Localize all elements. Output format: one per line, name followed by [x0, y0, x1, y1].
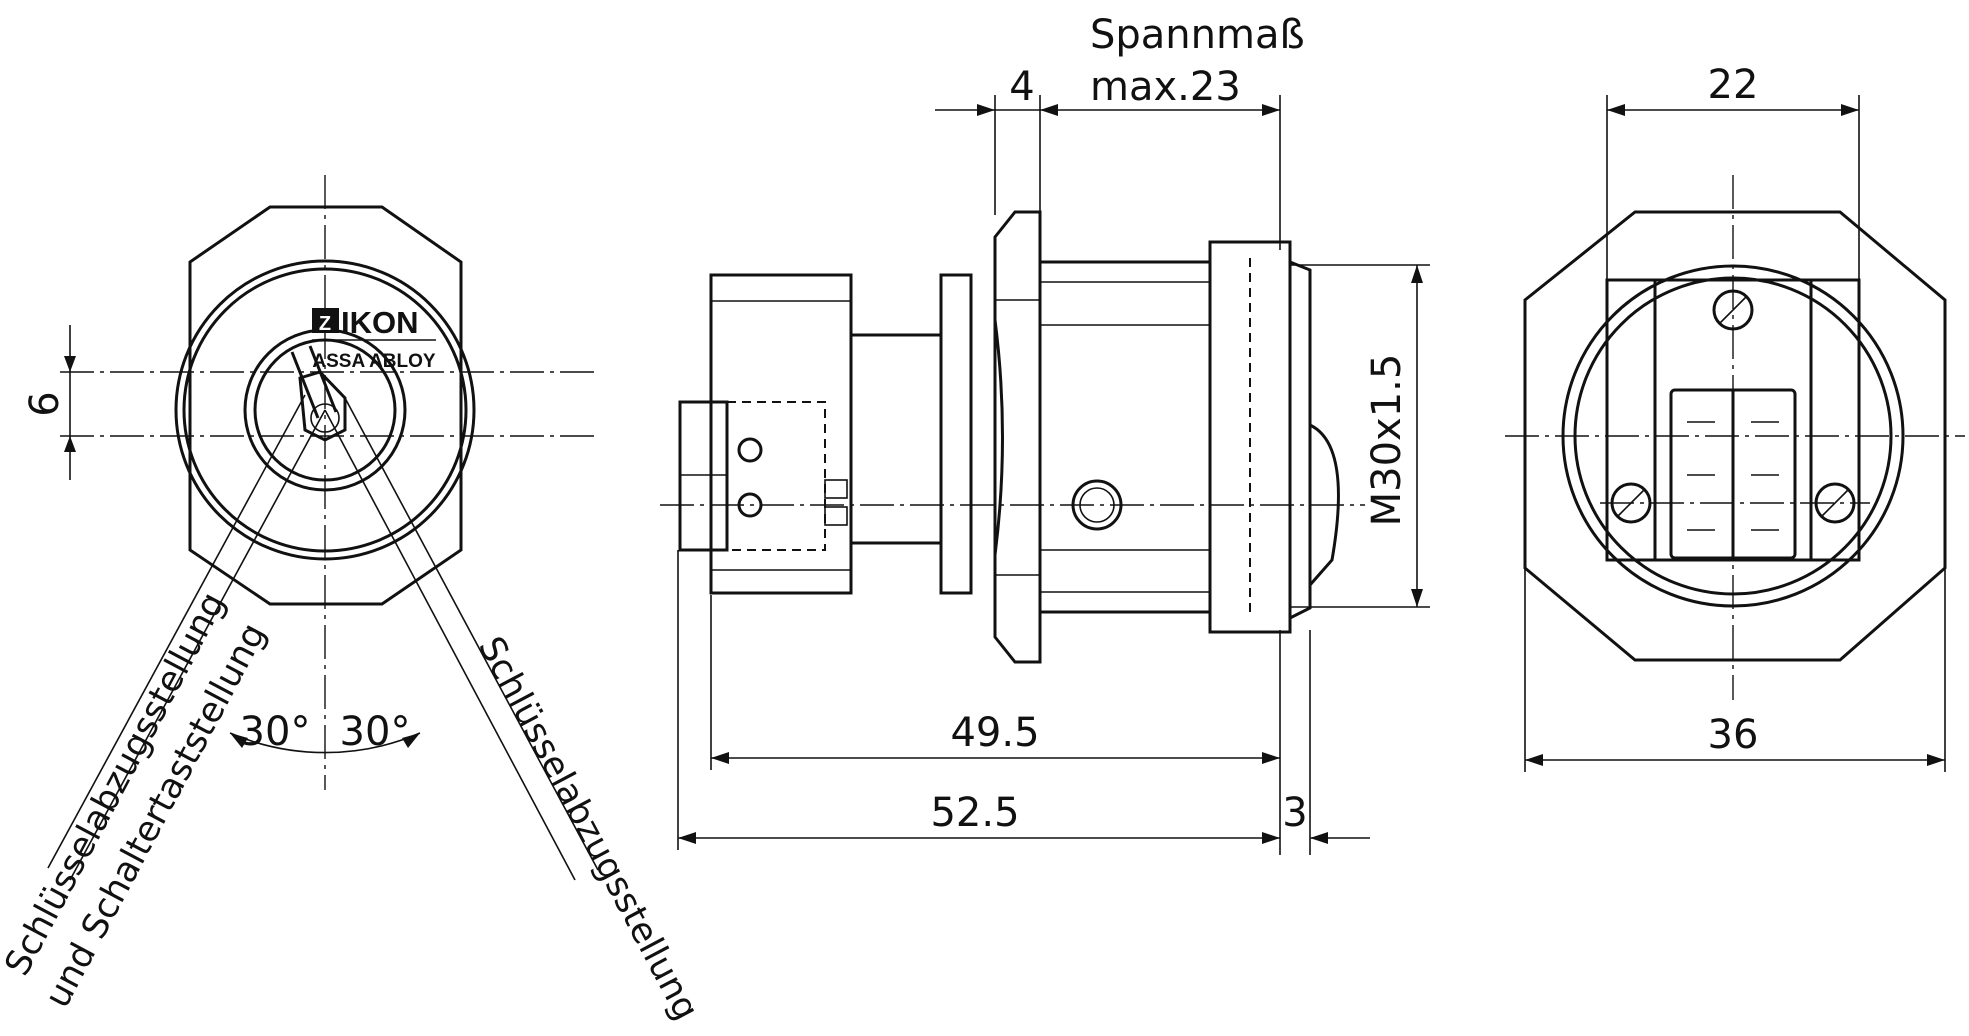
threaded-body — [1038, 260, 1212, 614]
angle-arc — [229, 732, 421, 754]
cylinder-head — [1208, 240, 1292, 634]
dim-36-arrow-left — [1525, 754, 1543, 766]
dim-6-arrow-top — [64, 356, 76, 372]
dim-m30-label: M30x1.5 — [1364, 354, 1410, 527]
switch-collar — [939, 273, 973, 595]
dim-23-arrow — [1262, 104, 1280, 116]
dim-52-arrow-left — [678, 832, 696, 844]
pin-tab-top — [824, 479, 848, 499]
dim-49-label: 49.5 — [950, 710, 1039, 756]
head-front-edge — [1289, 260, 1312, 620]
key-position-line-left — [69, 409, 326, 881]
key-slot-left — [290, 351, 320, 419]
side-nut — [993, 210, 1042, 664]
terminal-screw-1 — [737, 437, 763, 463]
front-hex-nut — [188, 205, 463, 606]
rear-base-plate — [1605, 278, 1861, 562]
dim-4-label: 4 — [1009, 64, 1034, 110]
terminal-block — [726, 401, 826, 551]
dim-4-arrow-left — [977, 104, 995, 116]
switch-neck — [849, 333, 943, 545]
angle-arrow-right — [402, 733, 420, 748]
dim-m30-arrow-bottom — [1411, 589, 1423, 607]
dim-6-label: 6 — [22, 391, 68, 416]
dim-52-label: 52.5 — [930, 790, 1019, 836]
logo-brand: IKON — [341, 305, 419, 340]
dim-6-arrow-bottom — [64, 436, 76, 452]
nut-curve — [993, 319, 1004, 556]
angle-right-label: 30° — [340, 709, 411, 755]
dim-49-arrow-right — [1262, 752, 1280, 764]
switch-housing — [709, 273, 853, 595]
rear-screw-top-slot — [1719, 296, 1747, 324]
angle-left-label: 30° — [240, 709, 311, 755]
dim-4-arrow-right — [1040, 104, 1058, 116]
note-right: Schlüsselabzugsstellung — [470, 630, 706, 1026]
dim-22-arrow-right — [1841, 104, 1859, 116]
logo-parent: ASSA ABLOY — [312, 351, 435, 372]
dim-49-arrow-left — [711, 752, 729, 764]
dim-36-arrow-right — [1927, 754, 1945, 766]
terminal-pins — [678, 400, 729, 552]
dim-36-label: 36 — [1708, 712, 1759, 758]
key-position-line-right — [324, 409, 576, 881]
key-position-line-right-b — [344, 397, 599, 871]
pin-tab-bottom — [824, 506, 848, 526]
key-slot-right — [308, 345, 338, 413]
side-view: Spannmaß max.23 4 M30x1.5 49.5 52.5 — [660, 12, 1430, 855]
dim-52-arrow-right — [1262, 832, 1280, 844]
clamp-title: Spannmaß — [1090, 12, 1305, 58]
dim-m30-arrow-top — [1411, 265, 1423, 283]
clamp-max: max.23 — [1090, 64, 1241, 110]
dim-22-arrow-left — [1607, 104, 1625, 116]
logo-mark-box — [312, 308, 339, 333]
rear-view: 22 36 — [1505, 62, 1965, 772]
logo-mark: Z — [319, 313, 331, 335]
dim-3-arrow — [1310, 832, 1328, 844]
dim-3-label: 3 — [1282, 790, 1307, 836]
key-position-line-left-b — [47, 394, 306, 869]
angle-arrow-left — [230, 733, 248, 748]
head-dome — [1308, 423, 1340, 586]
dim-22-label: 22 — [1708, 62, 1759, 108]
rear-hex-nut — [1523, 210, 1947, 662]
keyway — [298, 370, 347, 442]
ikon-logo: Z IKON ASSA ABLOY — [312, 305, 436, 372]
rear-screw-right-slot — [1821, 489, 1849, 517]
front-view: 6 30° 30° Schlüsselabzugsstellung und Sc… — [0, 175, 706, 1027]
